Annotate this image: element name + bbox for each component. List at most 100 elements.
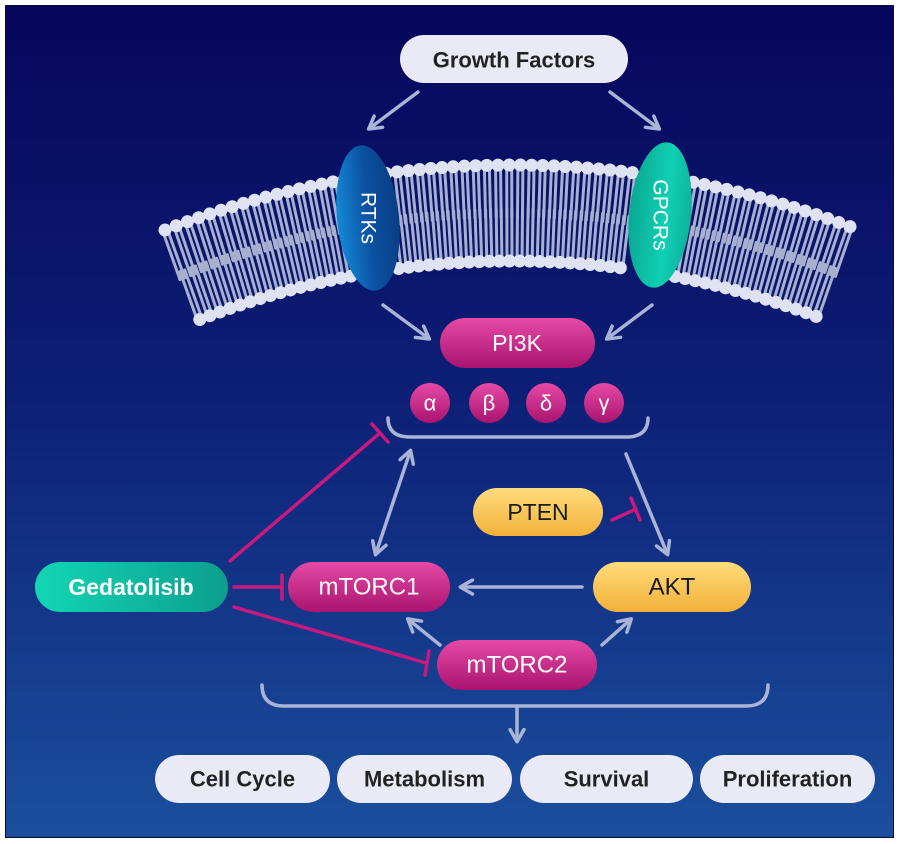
gedatolisib-node[interactable]: Gedatolisib [35, 562, 228, 612]
lipid [304, 179, 338, 287]
mtorc2-label: mTORC2 [467, 652, 568, 679]
lipid [553, 159, 572, 269]
akt-node[interactable]: AKT [593, 562, 751, 612]
lipid [214, 203, 257, 309]
lipid [502, 158, 516, 268]
isoform-label: β [483, 391, 496, 416]
isoform-circle[interactable]: α [410, 383, 450, 423]
rtks-receptor[interactable]: RTKs [330, 142, 407, 294]
lipid [603, 164, 628, 274]
pten-node[interactable]: PTEN [473, 488, 603, 536]
gpcrs-receptor[interactable]: GPCRs [622, 139, 699, 291]
lipid [799, 215, 846, 320]
lipid [259, 190, 297, 297]
lipid [729, 191, 767, 297]
pi3k-label: PI3K [492, 330, 543, 356]
arrow-pi3k-to-akt [624, 452, 672, 557]
pi3k-node[interactable]: PI3K [440, 318, 595, 368]
lipid [169, 219, 217, 323]
lipid [513, 158, 527, 268]
rtks-label: RTKs [357, 192, 380, 244]
lipid [739, 194, 779, 300]
lipid [769, 204, 812, 309]
outcome-pill[interactable]: Metabolism [337, 755, 512, 803]
inhibit-pten-akt [610, 507, 638, 522]
lipid [759, 200, 801, 306]
mtorc2-node[interactable]: mTORC2 [437, 640, 597, 690]
isoform-circle[interactable]: β [469, 383, 509, 423]
outcome-pill[interactable]: Survival [520, 755, 693, 803]
arrow-mtorc2-to-mtorc1 [405, 617, 442, 647]
lipid [248, 193, 287, 300]
lipid [158, 223, 207, 327]
lipid [749, 197, 790, 303]
pi3k-isoform-brace [386, 416, 650, 439]
mtorc1-node[interactable]: mTORC1 [288, 562, 450, 612]
gedatolisib-label: Gedatolisib [68, 574, 193, 600]
background-frame [5, 5, 894, 838]
lipid [469, 159, 486, 269]
growth-factors-label: Growth Factors [433, 48, 596, 73]
lipid [203, 207, 247, 312]
lipid [225, 200, 267, 306]
lipid [533, 158, 550, 268]
lipid [523, 158, 539, 268]
lipid [583, 162, 606, 272]
arrow-rtks-to-pi3k [381, 303, 432, 341]
outcome-pill[interactable]: Proliferation [700, 755, 875, 803]
lipid [435, 161, 456, 270]
lipid [708, 185, 745, 292]
lipid [809, 220, 857, 323]
lipid [315, 177, 348, 285]
arrow-mtorc1-pi3k [370, 448, 416, 557]
outcome-label: Cell Cycle [190, 767, 295, 792]
outcomes-brace [260, 683, 770, 708]
arrow-mtorc2-to-akt [600, 617, 634, 647]
inhibit-gedatolisib-mtorc2 [232, 605, 428, 665]
lipid [457, 159, 476, 269]
lipid [688, 180, 723, 288]
isoform-label: δ [540, 391, 552, 416]
lipid [390, 165, 416, 274]
activation-arrows [260, 90, 770, 744]
lipid [446, 160, 466, 270]
mtorc1-label: mTORC1 [319, 574, 420, 601]
isoform-circle[interactable]: δ [526, 383, 566, 423]
outcomes: Cell Cycle Metabolism Survival Proliferatio… [155, 755, 875, 803]
isoform-label: γ [599, 391, 610, 416]
arrow-gpcrs-to-pi3k [604, 303, 654, 341]
lipid [401, 164, 426, 273]
inhibit-gedatolisib-pi3k [228, 431, 382, 563]
pten-label: PTEN [507, 499, 568, 525]
outcome-label: Survival [564, 767, 650, 792]
lipid [281, 185, 318, 292]
lipid [180, 215, 227, 319]
outcome-pill[interactable]: Cell Cycle [155, 755, 330, 803]
lipid [192, 211, 237, 315]
lipid [789, 211, 835, 316]
gpcrs-label: GPCRs [649, 179, 672, 250]
outcome-label: Metabolism [364, 767, 485, 792]
lipid [270, 187, 308, 294]
lipid [543, 159, 561, 269]
lipid [573, 161, 595, 271]
lipid [718, 188, 756, 295]
lipid [480, 158, 496, 268]
isoform-circle[interactable]: γ [584, 383, 624, 423]
lipid [491, 158, 506, 268]
lipid [413, 162, 436, 272]
lipid [593, 163, 617, 273]
lipid [563, 160, 583, 270]
arrow-gf-to-rtks [366, 90, 420, 131]
isoform-label: α [424, 391, 437, 416]
lipid [292, 182, 328, 289]
lipid [424, 161, 446, 271]
lipid [779, 208, 823, 313]
growth-factors-node[interactable]: Growth Factors [400, 35, 628, 83]
akt-label: AKT [649, 574, 696, 601]
lipid [236, 196, 277, 303]
lipid [678, 178, 711, 286]
arrow-gf-to-gpcrs [608, 90, 662, 131]
